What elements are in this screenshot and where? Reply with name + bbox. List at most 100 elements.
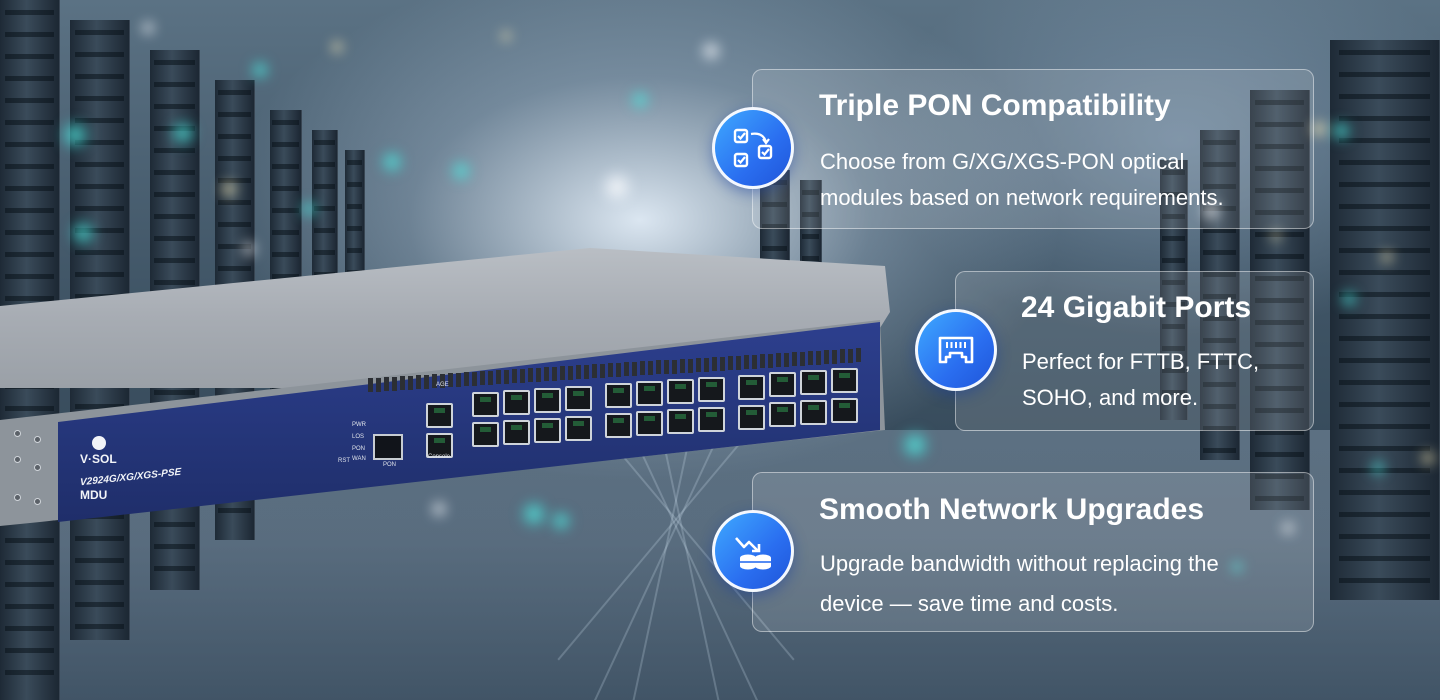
rack-slot bbox=[218, 156, 251, 161]
rack-slot bbox=[1162, 390, 1185, 395]
vent-slot bbox=[824, 350, 829, 365]
vent-slot bbox=[584, 364, 589, 379]
screw bbox=[34, 498, 41, 505]
vent-slot bbox=[464, 372, 469, 387]
server-light bbox=[60, 120, 90, 150]
vent-slot bbox=[576, 365, 581, 380]
rack-slot bbox=[74, 558, 125, 563]
rack-slot bbox=[1338, 490, 1431, 495]
vent-slot bbox=[512, 369, 517, 384]
ethernet-port bbox=[698, 377, 725, 403]
server-light bbox=[500, 30, 512, 42]
rack-slot bbox=[1203, 184, 1236, 189]
ethernet-port bbox=[472, 392, 499, 418]
rack-slot bbox=[1162, 170, 1185, 175]
rack-slot bbox=[4, 274, 55, 279]
server-rack bbox=[1160, 160, 1188, 420]
feature-desc-line: Choose from G/XG/XGS-PON optical bbox=[820, 149, 1185, 174]
rack-slot bbox=[4, 76, 55, 81]
rack-slot bbox=[153, 258, 196, 263]
rack-slot bbox=[1203, 360, 1236, 365]
server-light bbox=[520, 500, 548, 528]
rack-slot bbox=[4, 142, 55, 147]
ethernet-port bbox=[605, 383, 632, 409]
rack-slot bbox=[1203, 382, 1236, 387]
rack-slot bbox=[153, 104, 196, 109]
rack-slot bbox=[4, 120, 55, 125]
vent-slot bbox=[496, 370, 501, 385]
rack-slot bbox=[1203, 272, 1236, 277]
rack-slot bbox=[4, 406, 55, 411]
vent-slot bbox=[816, 350, 821, 365]
rack-slot bbox=[1254, 452, 1305, 457]
server-light bbox=[1310, 120, 1328, 138]
screw bbox=[14, 430, 21, 437]
vent-slot bbox=[800, 351, 805, 366]
ethernet-port bbox=[667, 409, 694, 435]
vent-slot bbox=[608, 363, 613, 378]
rack-slot bbox=[1254, 342, 1305, 347]
rack-slot bbox=[153, 566, 196, 571]
feature-desc-line: SOHO, and more. bbox=[1022, 385, 1199, 410]
ethernet-port bbox=[667, 379, 694, 405]
server-rack bbox=[1250, 90, 1310, 510]
vent-slot bbox=[840, 349, 845, 364]
rack-slot bbox=[314, 228, 335, 233]
server-light bbox=[430, 500, 448, 518]
vent-slot bbox=[752, 354, 757, 369]
rack-slot bbox=[801, 212, 820, 217]
rack-slot bbox=[314, 184, 335, 189]
server-light bbox=[140, 20, 156, 36]
server-light bbox=[1340, 290, 1358, 308]
vent-slot bbox=[600, 363, 605, 378]
rack-slot bbox=[218, 90, 251, 95]
rack-slot bbox=[153, 170, 196, 175]
server-light bbox=[300, 200, 318, 218]
rack-slot bbox=[801, 234, 820, 239]
rack-slot bbox=[4, 230, 55, 235]
rack-slot bbox=[1338, 138, 1431, 143]
rack-slot bbox=[74, 624, 125, 629]
rack-slot bbox=[4, 54, 55, 59]
vent-slot bbox=[392, 376, 397, 391]
vent-slot bbox=[472, 371, 477, 386]
vent-slot bbox=[504, 369, 509, 384]
server-light bbox=[900, 430, 930, 460]
bandwidth-upgrade-icon bbox=[712, 510, 794, 592]
feature-desc-upgrade: Upgrade bandwidth without replacing the … bbox=[820, 544, 1219, 624]
vent-slot bbox=[536, 367, 541, 382]
rack-slot bbox=[153, 192, 196, 197]
rack-slot bbox=[1162, 236, 1185, 241]
vent-slot bbox=[552, 366, 557, 381]
screw bbox=[14, 494, 21, 501]
vent-slot bbox=[528, 368, 533, 383]
ethernet-port bbox=[534, 418, 561, 444]
rack-slot bbox=[218, 266, 251, 271]
rack-slot bbox=[1254, 430, 1305, 435]
rack-slot bbox=[74, 52, 125, 57]
rack-slot bbox=[1162, 258, 1185, 263]
network-switch: V·SOL V2924G/XG/XGS-PSE MDU PWR LOS PON … bbox=[0, 248, 890, 528]
rack-slot bbox=[74, 602, 125, 607]
rack-slot bbox=[1338, 116, 1431, 121]
rack-slot bbox=[74, 74, 125, 79]
console-label: Console bbox=[428, 454, 451, 460]
rack-slot bbox=[346, 160, 363, 165]
rack-slot bbox=[1203, 162, 1236, 167]
rack-slot bbox=[1162, 214, 1185, 219]
rack-slot bbox=[762, 202, 787, 207]
rack-slot bbox=[153, 214, 196, 219]
rack-slot bbox=[762, 224, 787, 229]
vent-slot bbox=[640, 361, 645, 376]
ethernet-port bbox=[831, 368, 858, 394]
rack-slot bbox=[314, 206, 335, 211]
server-light bbox=[550, 510, 572, 532]
ethernet-port bbox=[769, 372, 796, 398]
reset-label: RST bbox=[338, 458, 350, 464]
led-label-los: LOS bbox=[352, 434, 365, 440]
rack-slot bbox=[314, 140, 335, 145]
rack-slot bbox=[346, 204, 363, 209]
vent-slot bbox=[688, 358, 693, 373]
rack-slot bbox=[218, 178, 251, 183]
vent-slot bbox=[808, 351, 813, 366]
